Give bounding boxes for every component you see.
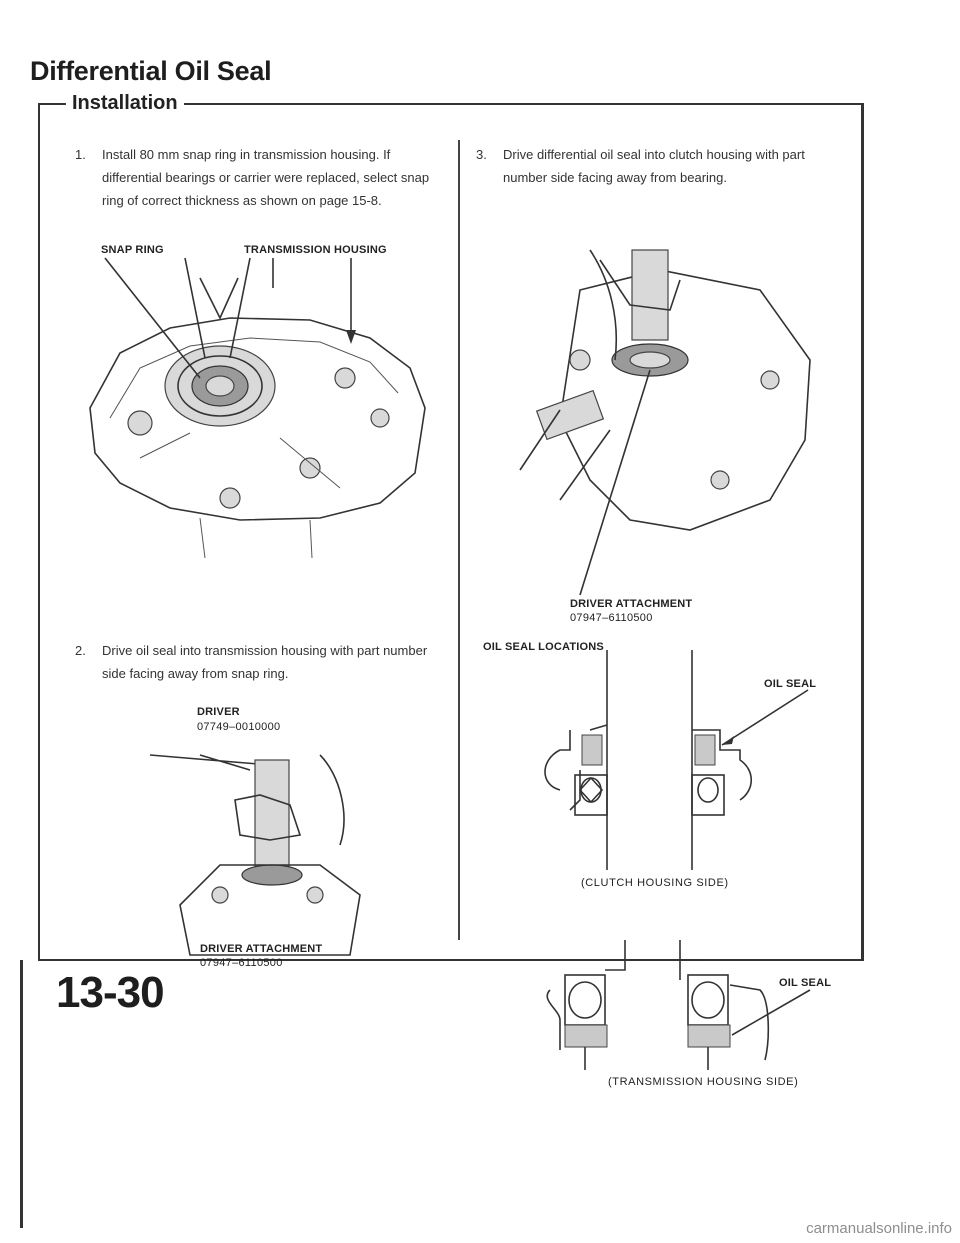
snap-ring-illustration <box>89 257 426 559</box>
label-oil-seal-1: OIL SEAL <box>764 678 817 690</box>
margin-bar <box>20 960 23 1228</box>
label-transmission-housing: TRANSMISSION HOUSING <box>244 244 387 256</box>
step-3: 3. Drive differential oil seal into clut… <box>476 143 846 189</box>
step-text: Drive differential oil seal into clutch … <box>503 147 805 185</box>
label-driver-attachment-left-part: 07947–6110500 <box>200 957 283 969</box>
step-2: 2. Drive oil seal into transmission hous… <box>75 639 445 685</box>
section-heading: Installation <box>66 92 184 115</box>
step-text: Drive oil seal into transmission housing… <box>102 643 428 681</box>
step-1: 1. Install 80 mm snap ring in transmissi… <box>75 143 445 212</box>
page-title: Differential Oil Seal <box>30 56 272 86</box>
label-driver-attachment-left: DRIVER ATTACHMENT <box>200 943 323 955</box>
transmission-side-seal-diagram <box>546 940 811 1070</box>
page-number: 13-30 <box>56 968 165 1017</box>
label-driver-attachment-right: DRIVER ATTACHMENT <box>570 598 693 610</box>
label-transmission-housing-side: (TRANSMISSION HOUSING SIDE) <box>608 1076 799 1088</box>
label-driver-part: 07749–0010000 <box>197 721 281 733</box>
label-snap-ring: SNAP RING <box>101 244 164 256</box>
driver-illustration <box>149 754 361 956</box>
label-clutch-housing-side: (CLUTCH HOUSING SIDE) <box>581 877 729 889</box>
clutch-side-seal-diagram <box>544 650 809 870</box>
installation-frame <box>38 103 864 961</box>
clutch-housing-illustration <box>519 249 811 596</box>
column-divider <box>458 140 460 940</box>
label-oil-seal-2: OIL SEAL <box>779 977 832 989</box>
step-number: 3. <box>476 147 487 162</box>
step-text: Install 80 mm snap ring in transmission … <box>102 147 430 208</box>
label-driver-attachment-right-part: 07947–6110500 <box>570 612 653 624</box>
step-number: 1. <box>75 147 86 162</box>
step-number: 2. <box>75 643 86 658</box>
watermark: carmanualsonline.info <box>806 1220 952 1237</box>
label-oil-seal-locations: OIL SEAL LOCATIONS <box>483 641 604 653</box>
label-driver: DRIVER <box>197 706 240 718</box>
